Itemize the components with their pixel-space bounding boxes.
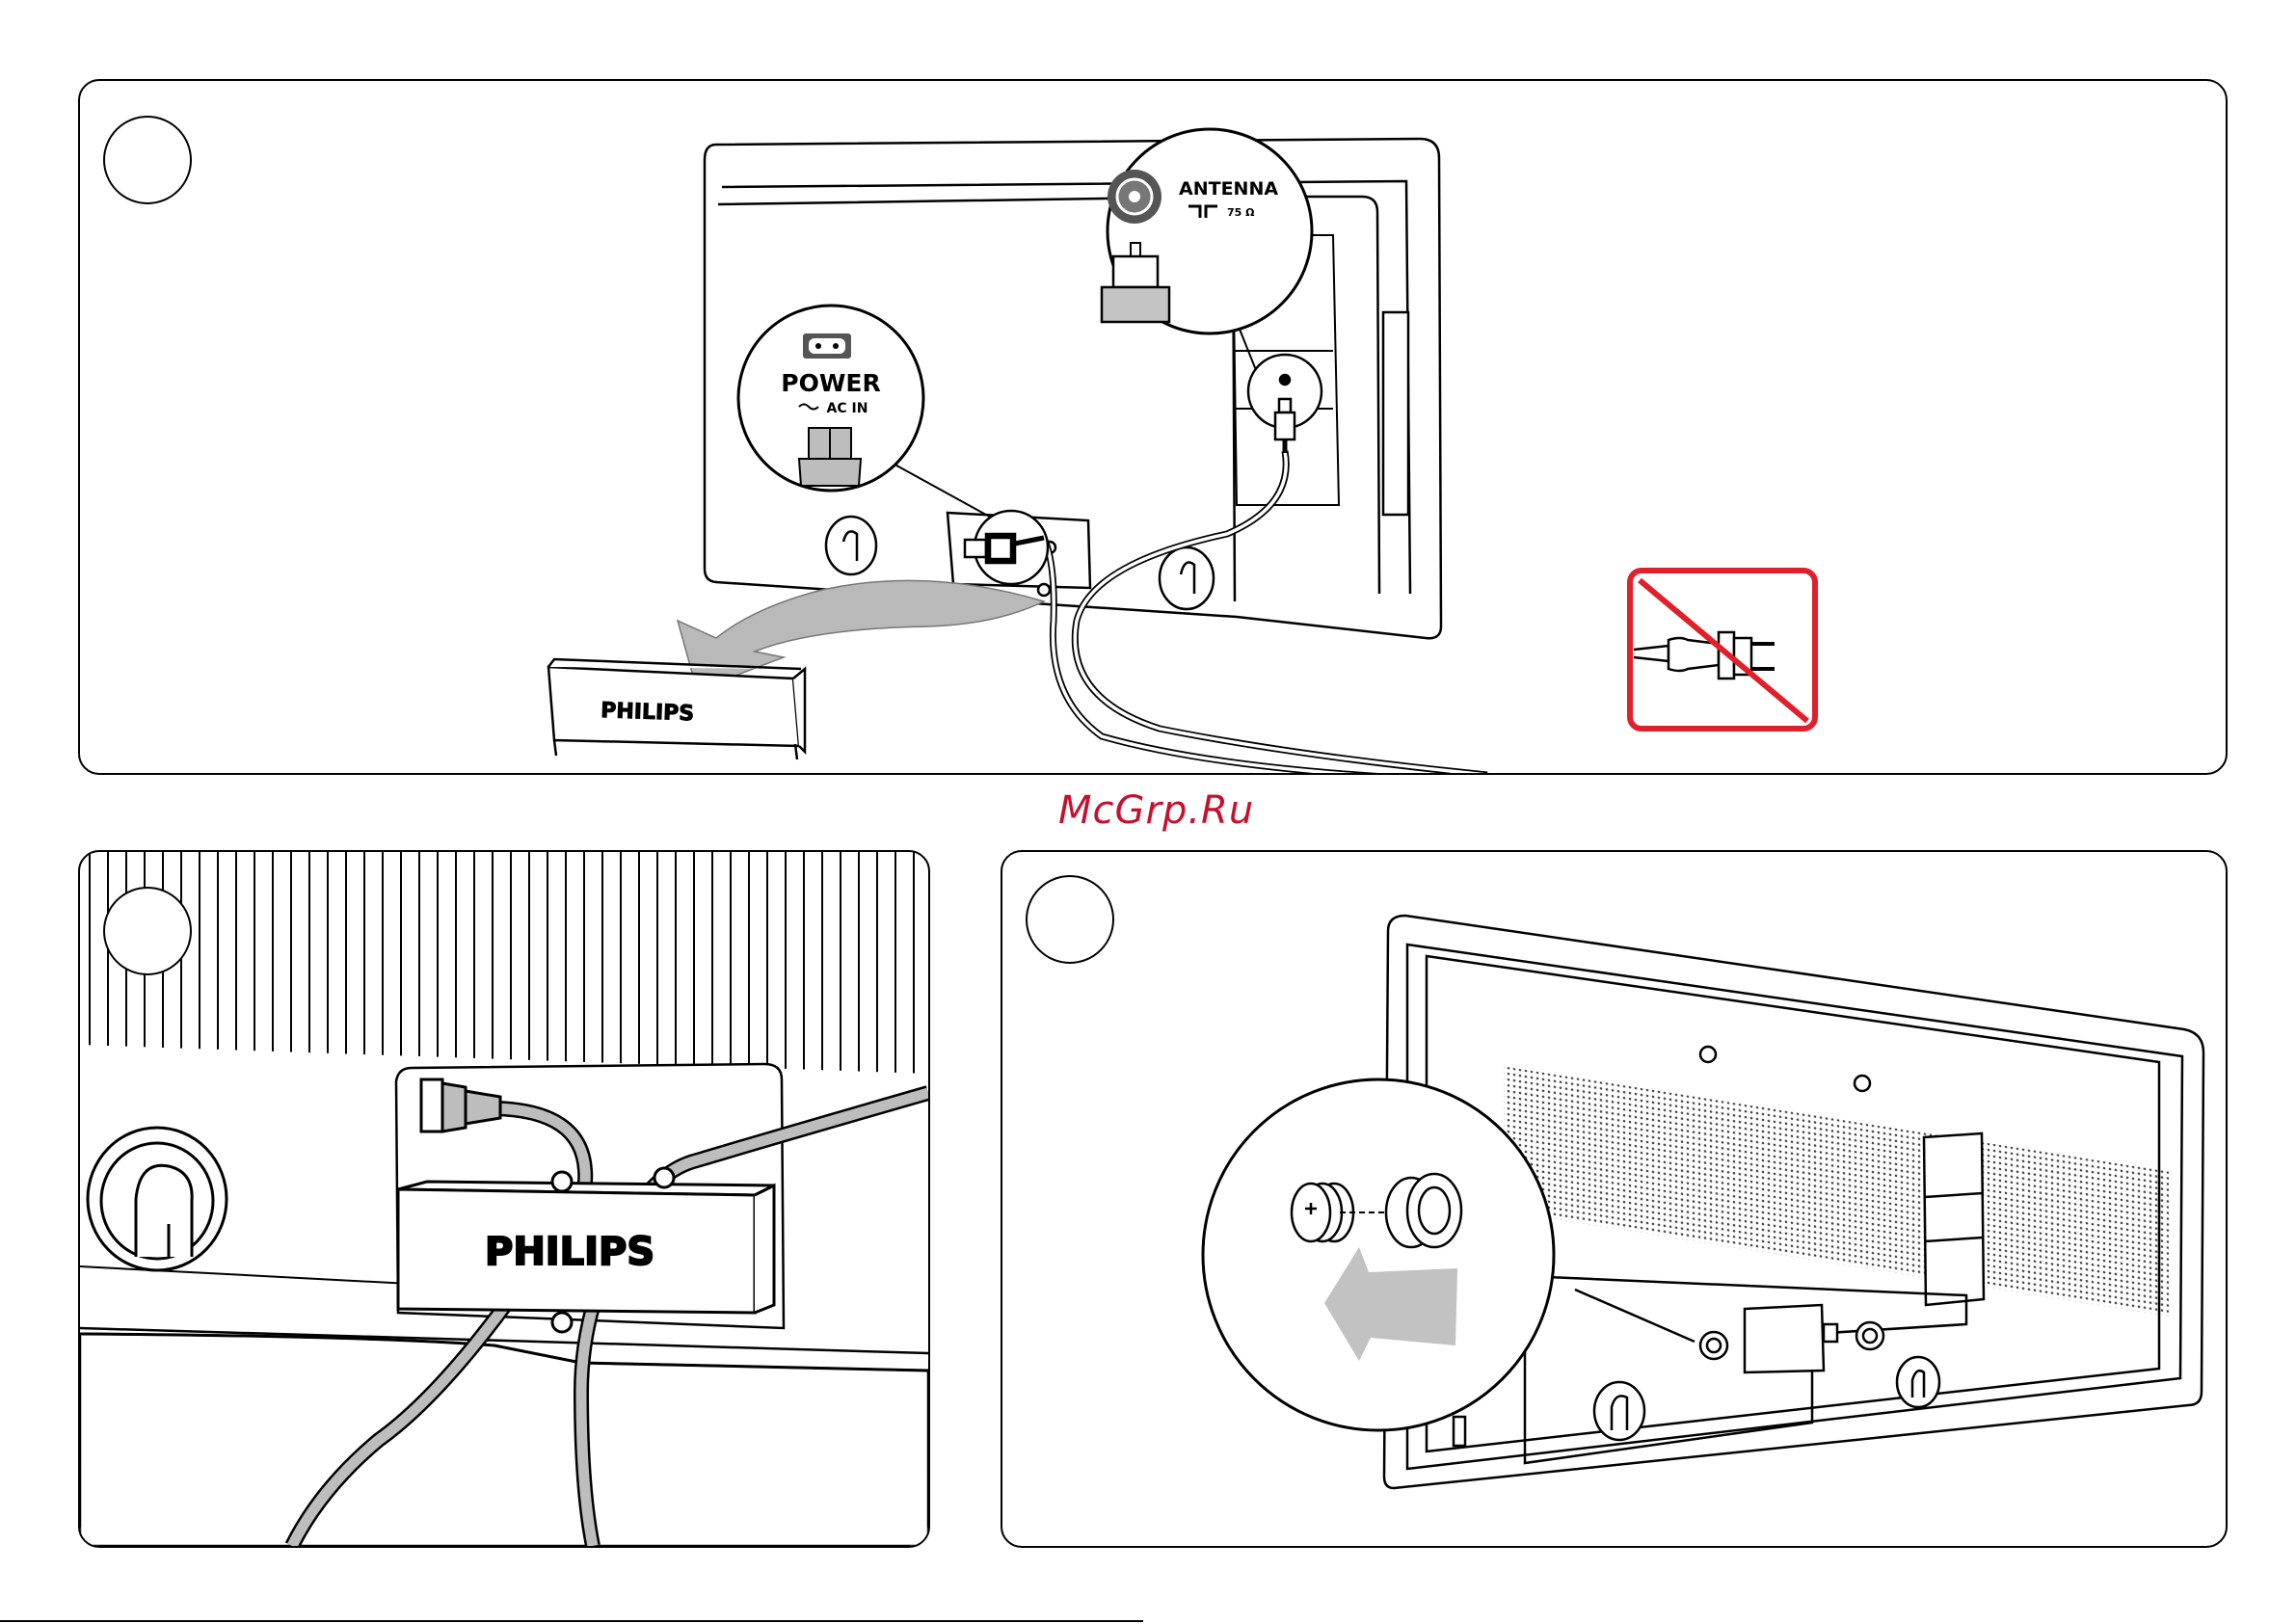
step-3-panel	[1001, 850, 2228, 1548]
cover-brand-label: PHILIPS	[485, 1230, 654, 1274]
wall-mount-hole	[88, 1128, 227, 1270]
power-zoom-circle: POWER AC IN	[738, 306, 923, 491]
screw-zoom-circle	[1203, 1079, 1554, 1430]
remove-cover-arrow	[678, 580, 1044, 690]
power-label: POWER	[781, 369, 880, 397]
tv-rear-perspective	[1002, 852, 2226, 1546]
step-2-panel: PHILIPS	[78, 850, 930, 1548]
antenna-label: ANTENNA	[1179, 178, 1278, 200]
ac-in-label: AC IN	[827, 401, 868, 416]
bottom-rule	[0, 1620, 1143, 1622]
cable-cover: PHILIPS	[548, 659, 805, 759]
tv-rear-diagram: PHILIPS	[80, 81, 2226, 773]
cable-cover-closeup: PHILIPS	[80, 852, 928, 1546]
step-2-circle	[103, 887, 192, 975]
cable-cover: PHILIPS	[398, 1168, 774, 1332]
cover-brand-label: PHILIPS	[601, 699, 695, 726]
vent-slats	[90, 852, 914, 1080]
ohm-label: 75 Ω	[1227, 206, 1255, 219]
no-plug-icon	[1630, 571, 1815, 729]
step-1-panel: PHILIPS	[78, 79, 2228, 775]
watermark: McGrp.Ru	[1058, 788, 1254, 833]
